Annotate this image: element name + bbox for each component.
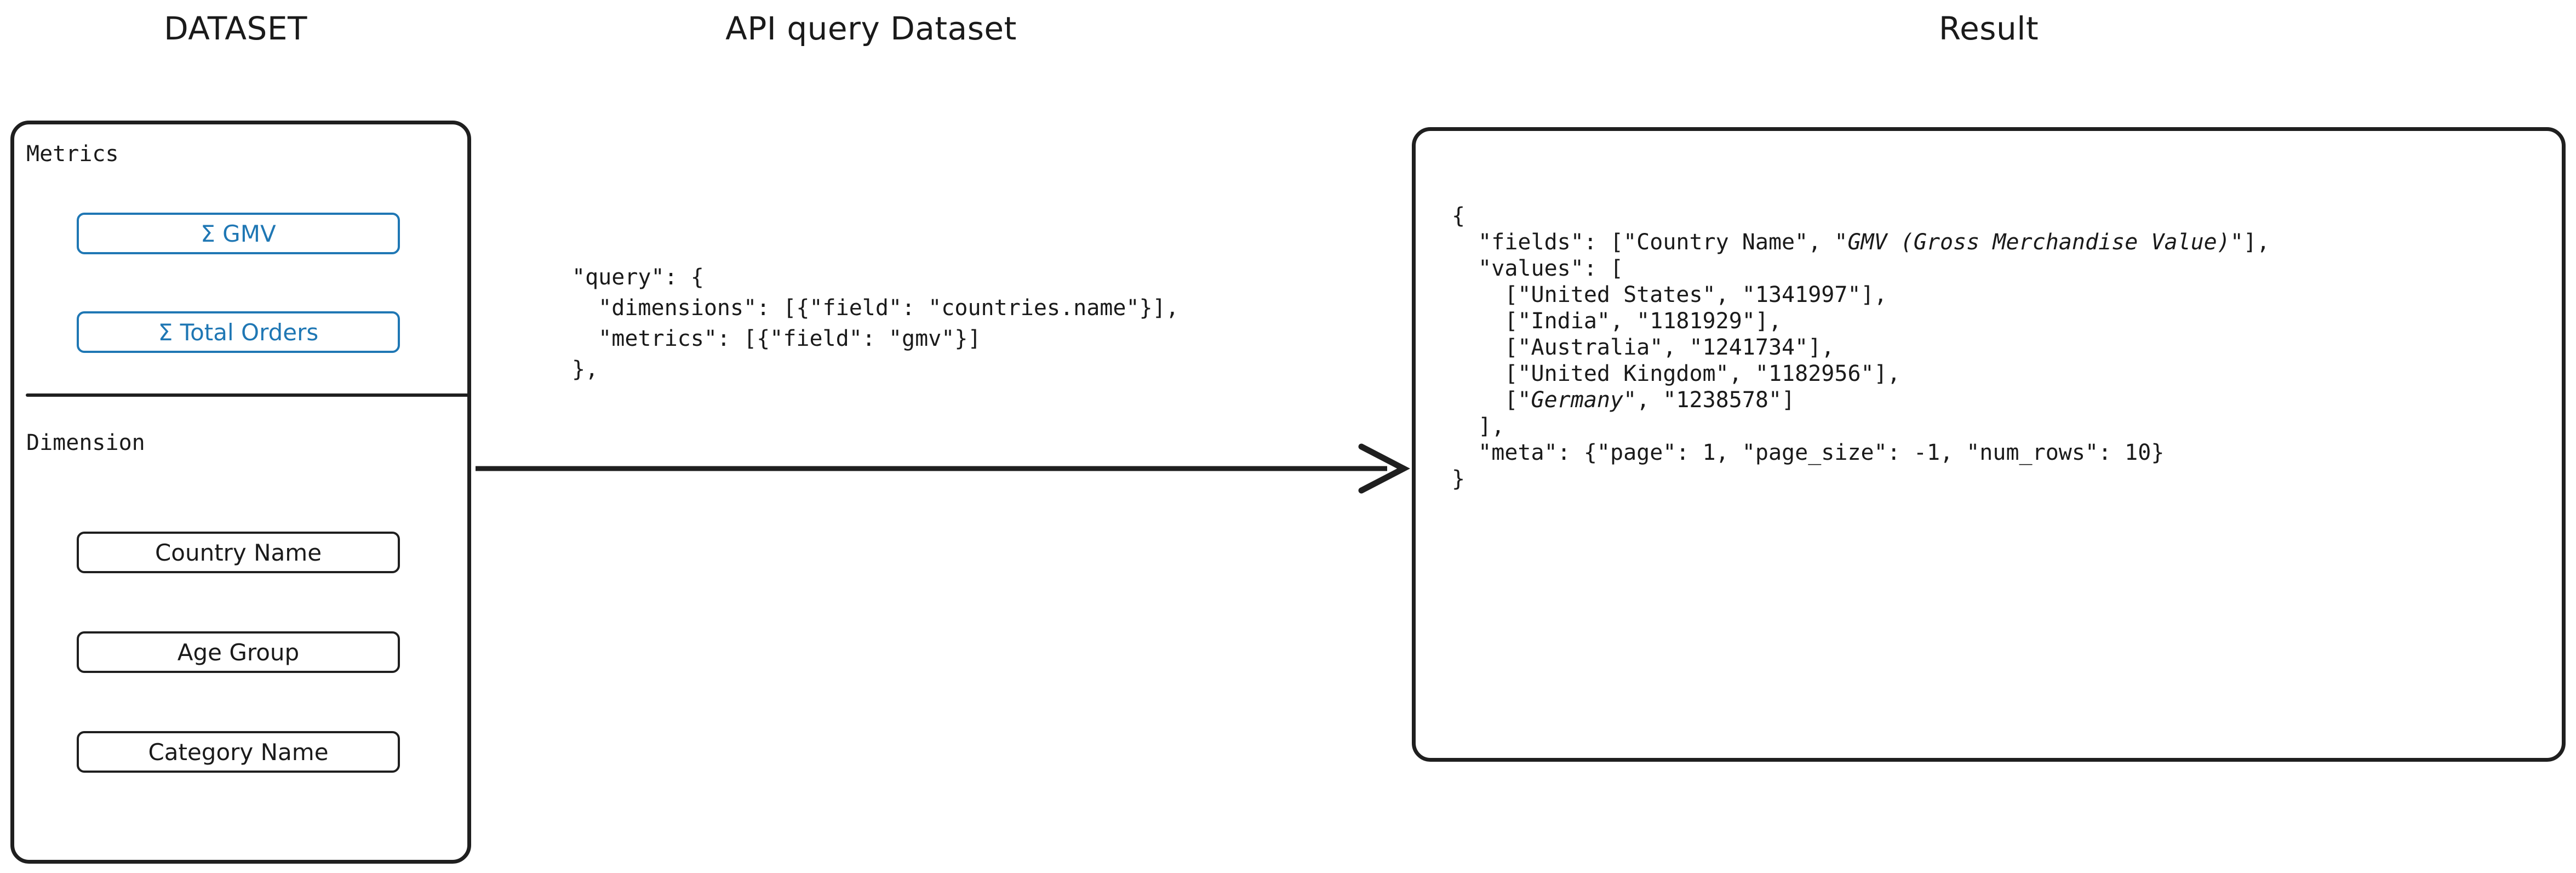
api-query-code: "query": { "dimensions": [{"field": "cou… — [572, 265, 1179, 382]
dimension-chip-age-group[interactable]: Age Group — [77, 631, 400, 673]
dimension-chip-country-name[interactable]: Country Name — [77, 532, 400, 573]
section-divider — [26, 393, 470, 397]
arrow-right-icon — [476, 443, 1410, 494]
dimension-chip-category-name[interactable]: Category Name — [77, 731, 400, 773]
metric-chip-gmv[interactable]: Σ GMV — [77, 213, 400, 254]
result-json-code: { "fields": ["Country Name", "GMV (Gross… — [1452, 203, 2270, 492]
metrics-section-label: Metrics — [26, 141, 119, 167]
column-title-dataset: DATASET — [164, 10, 307, 47]
result-panel — [1412, 127, 2566, 762]
dimension-section-label: Dimension — [26, 430, 145, 455]
column-title-api-query: API query Dataset — [725, 10, 1017, 47]
metric-chip-total-orders[interactable]: Σ Total Orders — [77, 311, 400, 353]
column-title-result: Result — [1938, 10, 2039, 47]
